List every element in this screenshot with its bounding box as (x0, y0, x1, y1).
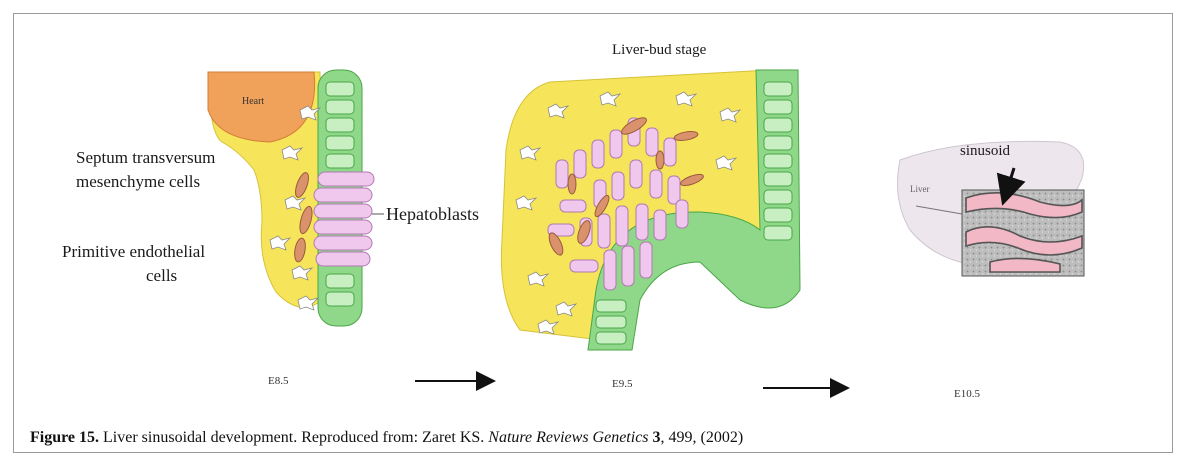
stage-e10-5 (898, 141, 1084, 276)
sinusoid-label: sinusoid (960, 143, 1010, 160)
caption-text: Liver sinusoidal development. Reproduced… (103, 429, 484, 446)
stage-e8-5 (208, 70, 384, 326)
hepatoblasts-label: Hepatoblasts (386, 204, 479, 225)
caption-pages-year: , 499, (2002) (661, 429, 744, 446)
caption-volume: 3 (653, 429, 661, 446)
time-label-e10-5: E10.5 (954, 388, 980, 401)
heart-label: Heart (242, 96, 264, 108)
figure-caption: Figure 15. Liver sinusoidal development.… (30, 429, 743, 447)
endothelial-label-line1: Primitive endothelial (62, 242, 205, 262)
caption-journal: Nature Reviews Genetics (488, 429, 648, 446)
time-label-e8-5: E8.5 (268, 375, 288, 388)
stage-e9-5 (501, 70, 800, 350)
time-label-e9-5: E9.5 (612, 378, 632, 391)
septum-label-line2: mesenchyme cells (76, 172, 200, 192)
endothelial-label-line2: cells (146, 266, 177, 286)
septum-label-line1: Septum transversum (76, 148, 215, 168)
liver-bud-title: Liver-bud stage (612, 42, 706, 59)
figure-label: Figure 15. (30, 429, 99, 446)
liver-label: Liver (910, 184, 930, 194)
